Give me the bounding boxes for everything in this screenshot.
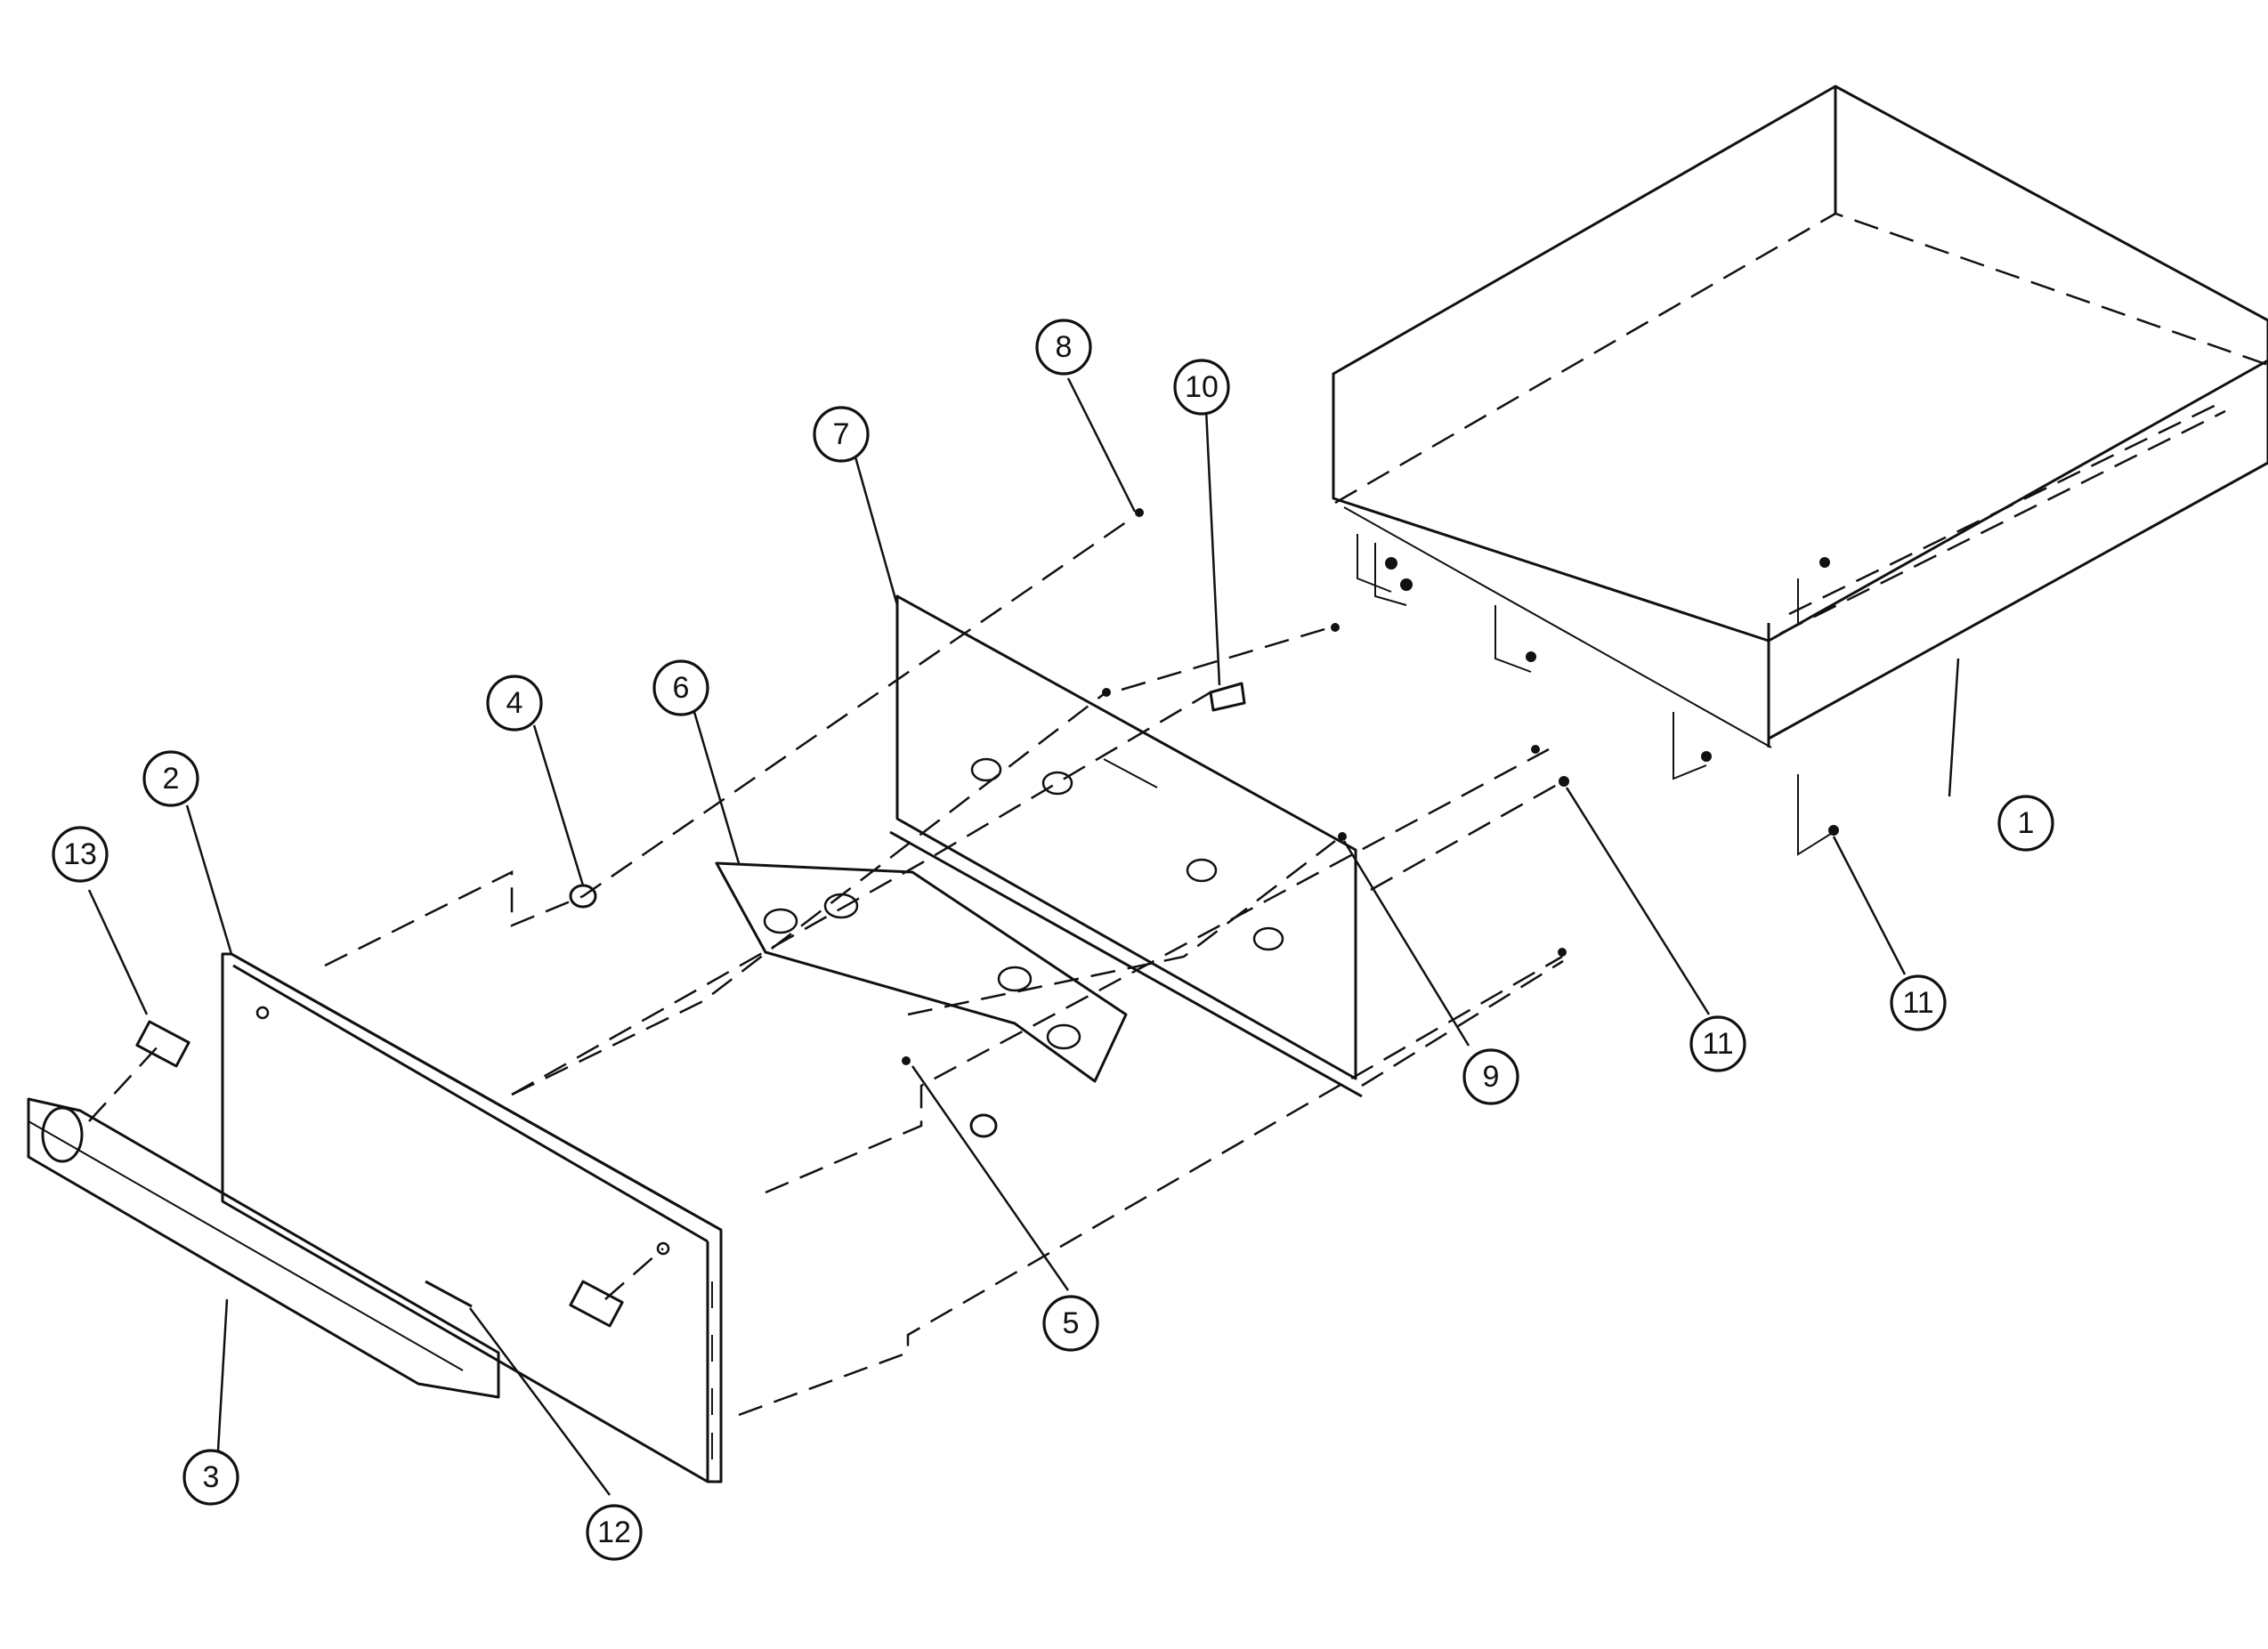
callout-label: 13: [63, 837, 97, 871]
callout-label: 12: [597, 1516, 631, 1549]
callout-label: 10: [1185, 370, 1219, 404]
front-panel: [221, 952, 723, 1483]
callout-10: 10: [1173, 359, 1230, 416]
callout-label: 7: [833, 417, 850, 451]
handle: [27, 1097, 500, 1399]
callout-label: 8: [1056, 330, 1073, 364]
leader-lines: [87, 377, 1960, 1496]
hinge-plate-lower: [569, 1280, 624, 1328]
drawer-tub: [1332, 85, 2268, 748]
hinge-plate-upper: [135, 1020, 190, 1068]
callout-label: 1: [2018, 806, 2035, 840]
callout-12: 12: [586, 1504, 643, 1561]
callout-2: 2: [142, 750, 199, 807]
callout-label: 9: [1483, 1060, 1500, 1094]
callout-label: 11: [1902, 986, 1933, 1020]
callout-1: 1: [1997, 795, 2054, 852]
callout-8: 8: [1035, 319, 1092, 376]
callout-6: 6: [652, 659, 709, 716]
callout-5: 5: [1042, 1295, 1099, 1352]
callout-label: 6: [673, 671, 690, 705]
callout-7: 7: [813, 406, 870, 463]
clip: [1209, 682, 1246, 712]
callout-4: 4: [486, 675, 543, 732]
callout-11-right: 11: [1890, 974, 1947, 1031]
assembly-lines: [88, 514, 1564, 1417]
callout-9: 9: [1462, 1048, 1519, 1105]
callout-3: 3: [182, 1449, 239, 1506]
screws: [902, 508, 1839, 1065]
callout-label: 4: [506, 686, 523, 720]
tub-mounting-lines: [1357, 534, 1835, 856]
callout-11-left: 11: [1689, 1015, 1746, 1072]
callout-label: 3: [203, 1460, 220, 1494]
spring: [425, 1280, 473, 1308]
callout-13: 13: [52, 826, 109, 883]
callout-label: 5: [1063, 1306, 1080, 1340]
rear-panel: [889, 594, 1363, 1098]
callout-label: 11: [1702, 1027, 1733, 1061]
bracket: [715, 861, 1128, 1083]
spacer-lower: [969, 1113, 998, 1138]
callout-label: 2: [163, 762, 180, 796]
